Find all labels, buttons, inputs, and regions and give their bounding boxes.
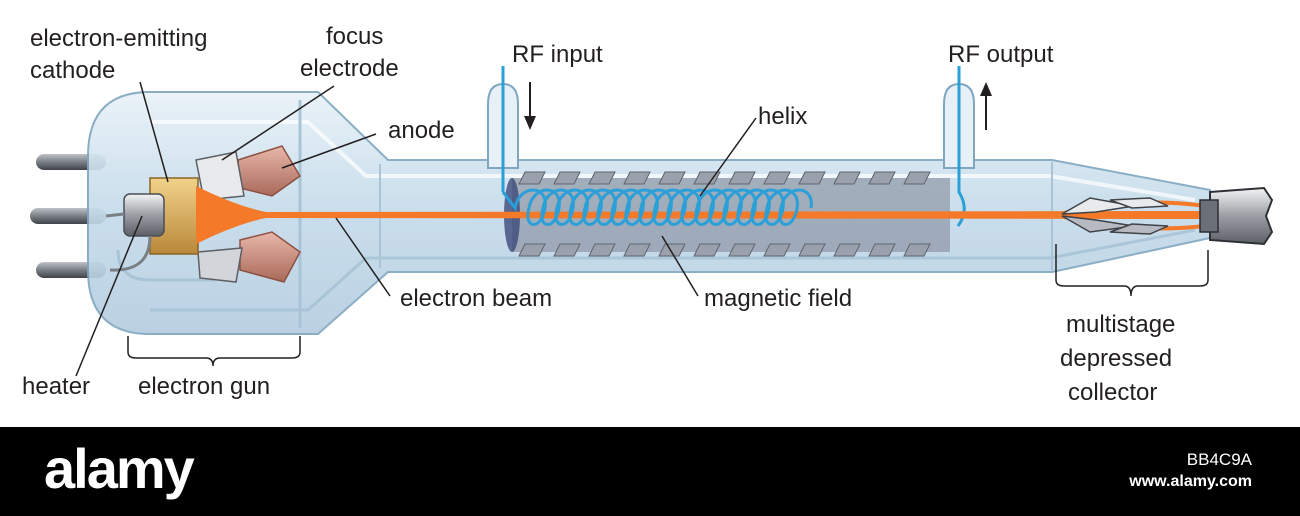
image-info: BB4C9A www.alamy.com [1129,449,1252,493]
electron-gun-bracket [127,336,301,367]
helix-coil [501,188,813,226]
label-rf-output: RF output [948,41,1054,68]
multistage-depressed-collector [1061,186,1274,246]
image-id: BB4C9A [1186,450,1252,469]
label-cathode: cathode [30,57,115,84]
label-electron-beam: electron beam [400,285,552,312]
collector-bracket [1055,244,1209,297]
label-heater: heater [22,373,90,400]
alamy-logo: alamy [44,437,195,500]
anode [237,145,301,283]
watermark-footer: alamy BB4C9A www.alamy.com [0,427,1300,516]
rf-input-coupler [487,66,519,192]
heater [105,193,165,272]
label-multistage: multistage [1066,311,1175,338]
label-anode: anode [388,117,455,144]
leader-lines [75,81,757,377]
site-url: www.alamy.com [1129,473,1252,490]
focus-electrode [195,151,245,283]
label-electron-gun: electron gun [138,373,270,400]
label-focus: focus [326,23,383,50]
label-electrode: electrode [300,55,399,82]
traveling-wave-tube-diagram: electron-emitting cathode focus electrod… [22,23,1274,406]
rf-output-coupler [943,66,975,227]
rf-output-arrow [980,82,992,130]
label-electron-emitting: electron-emitting [30,25,207,52]
label-magnetic-field: magnetic field [704,285,852,312]
label-helix: helix [758,103,807,130]
rf-input-arrow [524,82,536,130]
label-depressed: depressed [1060,345,1172,372]
label-rf-input: RF input [512,41,603,68]
label-collector: collector [1068,379,1157,406]
